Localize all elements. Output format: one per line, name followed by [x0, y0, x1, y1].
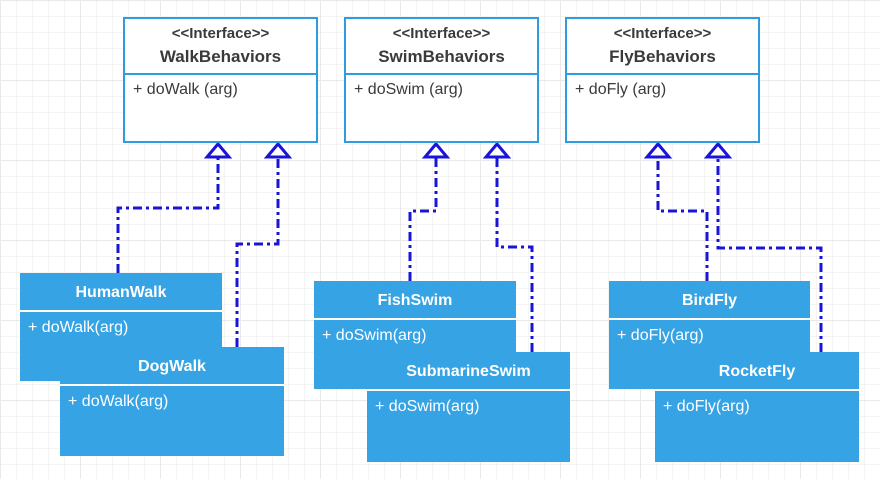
interface-name: FlyBehaviors [609, 47, 716, 66]
class-name: SubmarineSwim [367, 352, 570, 391]
class-name: BirdFly [609, 281, 810, 320]
connector-fishswim-swimbehaviors [408, 157, 438, 281]
connector-submarineswim-swimbehaviors [495, 157, 534, 352]
interface-name: SwimBehaviors [378, 47, 505, 66]
class-method: + doSwim(arg) [322, 327, 427, 344]
arrowhead-fly-1 [643, 141, 673, 159]
class-name: DogWalk [60, 347, 284, 386]
connector-birdfly-flybehaviors [656, 157, 709, 281]
arrowhead-swim-1 [421, 141, 451, 159]
class-method: + doFly(arg) [617, 327, 704, 344]
arrowhead-walk-1 [203, 141, 233, 159]
interface-method: + doFly (arg) [575, 81, 667, 98]
class-dogwalk[interactable]: DogWalk + doWalk(arg) [60, 347, 284, 456]
class-name: FishSwim [314, 281, 516, 320]
interface-header: <<Interface>> SwimBehaviors [346, 19, 537, 75]
class-submarineswim[interactable]: SubmarineSwim + doSwim(arg) [367, 352, 570, 462]
interface-swimbehaviors[interactable]: <<Interface>> SwimBehaviors + doSwim (ar… [344, 17, 539, 143]
stereotype-label: <<Interface>> [613, 25, 712, 42]
class-name: HumanWalk [20, 273, 222, 312]
interface-flybehaviors[interactable]: <<Interface>> FlyBehaviors + doFly (arg) [565, 17, 760, 143]
class-method: + doWalk(arg) [28, 319, 129, 336]
interface-header: <<Interface>> FlyBehaviors [567, 19, 758, 75]
connector-rocketfly-flybehaviors [716, 157, 823, 352]
arrowhead-fly-2 [703, 141, 733, 159]
interface-name: WalkBehaviors [159, 47, 282, 66]
arrowhead-walk-2 [263, 141, 293, 159]
class-method: + doSwim(arg) [375, 398, 480, 415]
interface-walkbehaviors[interactable]: <<Interface>> WalkBehaviors + doWalk (ar… [123, 17, 318, 143]
interface-header: <<Interface>> WalkBehaviors [125, 19, 316, 75]
connector-humanwalk-walkbehaviors [116, 157, 220, 273]
class-method: + doFly(arg) [663, 398, 750, 415]
class-name: RocketFly [655, 352, 859, 391]
connector-dogwalk-walkbehaviors [235, 157, 280, 347]
class-rocketfly[interactable]: RocketFly + doFly(arg) [655, 352, 859, 462]
stereotype-label: <<Interface>> [171, 25, 270, 42]
stereotype-label: <<Interface>> [392, 25, 491, 42]
interface-method: + doWalk (arg) [133, 81, 238, 98]
class-method: + doWalk(arg) [68, 393, 169, 410]
arrowhead-swim-2 [482, 141, 512, 159]
interface-method: + doSwim (arg) [354, 81, 463, 98]
